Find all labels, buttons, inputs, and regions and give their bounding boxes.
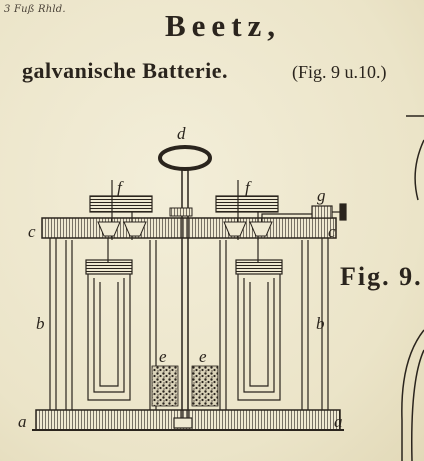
label-c-left: c: [28, 222, 36, 241]
label-g: g: [317, 186, 326, 205]
left-cell: [65, 238, 157, 410]
label-b-right: b: [316, 314, 325, 333]
scale-note: 3 Fuß Rhld.: [4, 4, 66, 15]
label-b-left: b: [36, 314, 45, 333]
label-d: d: [177, 124, 186, 143]
label-e-left: e: [159, 347, 167, 366]
top-rim: [41, 217, 337, 239]
page-subtitle: galvanische Batterie.: [22, 58, 229, 83]
adjacent-figure-fragment: [401, 115, 424, 461]
figure-label: Fig. 9.: [340, 262, 423, 291]
label-f-left: f: [117, 178, 122, 197]
rim-funnels: [97, 221, 273, 237]
label-a-right: a: [334, 412, 343, 431]
label-f-right: f: [245, 178, 250, 197]
granular-fillings: [151, 365, 219, 407]
figure-reference: (Fig. 9 u.10.): [292, 62, 387, 82]
terminal-screw: [261, 203, 347, 222]
right-cell: [219, 238, 309, 410]
label-a-left: a: [18, 412, 27, 431]
label-e-right: e: [199, 347, 207, 366]
lid-left: [89, 180, 153, 240]
outer-walls: [49, 238, 329, 410]
page-title: Beetz,: [165, 8, 282, 43]
label-c-right: c: [328, 222, 336, 241]
central-rod: [158, 145, 212, 429]
